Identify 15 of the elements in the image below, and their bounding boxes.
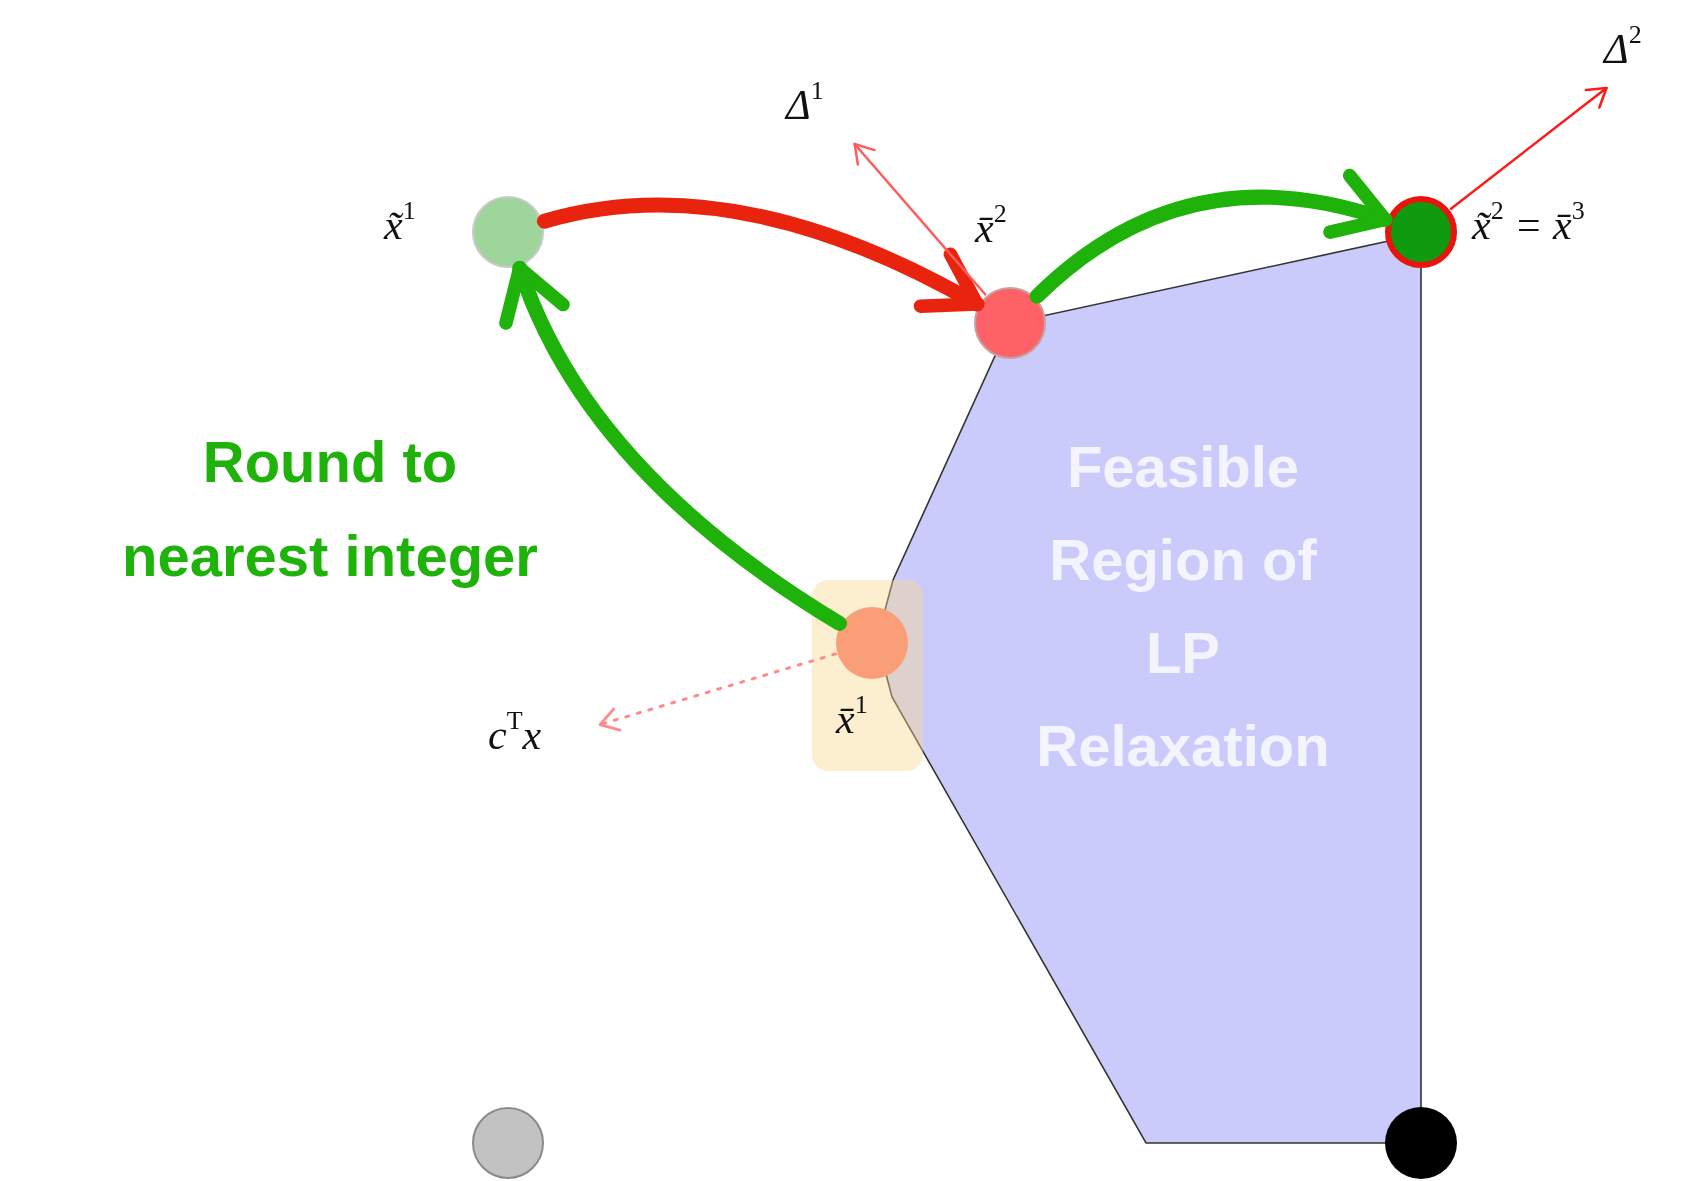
math-label: Δ$^{1}$ [786,82,824,129]
math-label: Δ$^{2}$ [1604,26,1642,73]
arrow [1449,86,1608,210]
arrow [598,652,838,732]
point-label: x̃$^{2}$ = x̄$^{3}$ [1472,202,1585,249]
annotation-text: Round to nearest integer [121,428,539,590]
arrow [1029,170,1393,304]
point-label: x̄$^{2}$ [975,205,1007,252]
arrow [501,260,847,631]
point-label: x̃$^{1}$ [384,202,416,249]
math-label: c$^{T}$x [488,712,542,759]
highlight-box [812,580,923,771]
arrow [536,197,985,315]
arrow [853,142,987,296]
point-label: x̄$^{1}$ [836,696,868,743]
